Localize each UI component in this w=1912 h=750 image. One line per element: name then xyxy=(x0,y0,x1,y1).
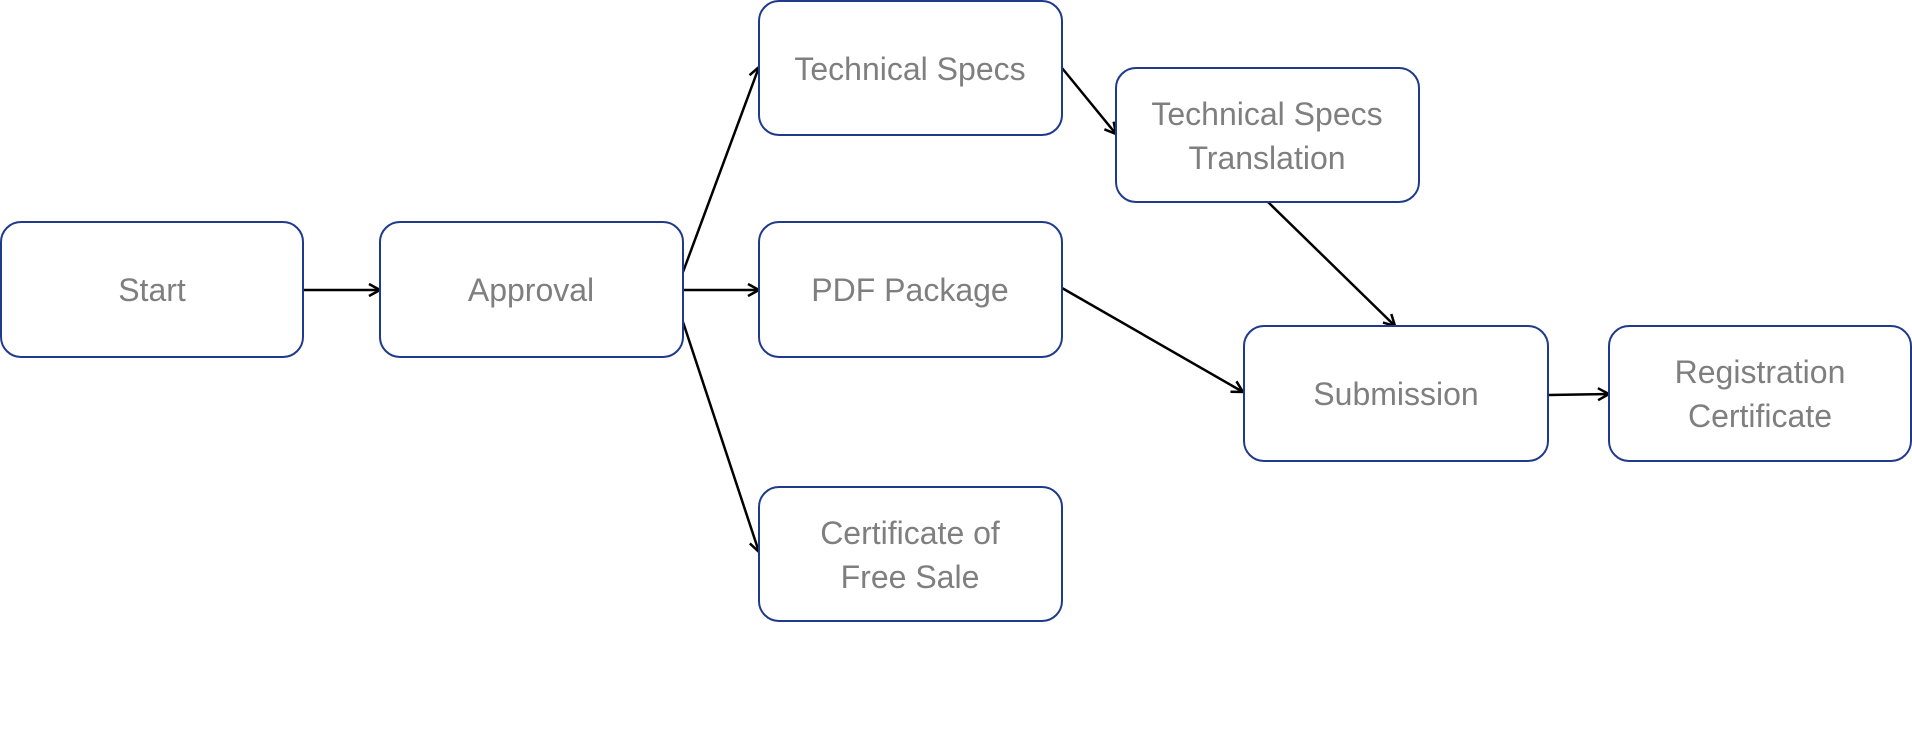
node-technical-specs-translation-label-line1: Technical Specs xyxy=(1151,96,1382,132)
node-approval-box xyxy=(379,221,684,358)
node-pdf-package-box xyxy=(758,221,1063,358)
node-submission-label: Submission xyxy=(1313,376,1478,412)
node-pdf-package-label: PDF Package xyxy=(811,272,1008,308)
node-technical-specs-translation-box xyxy=(1115,67,1420,203)
edge-translation-submission xyxy=(1267,201,1397,328)
node-submission: Submission xyxy=(1243,325,1549,462)
node-technical-specs-translation-label-line2: Translation xyxy=(1188,140,1345,176)
edge-submission-registration-certificate xyxy=(1548,387,1612,402)
node-start-box xyxy=(0,221,304,358)
edge-technical-specs-translation xyxy=(1061,67,1118,137)
node-certificate-of-free-sale-box xyxy=(758,486,1063,622)
node-start-label: Start xyxy=(118,272,186,308)
node-certificate-of-free-sale-label-line2: Free Sale xyxy=(841,559,980,595)
node-technical-specs-label: Technical Specs xyxy=(794,51,1025,87)
node-technical-specs-translation: Technical Specs Translation xyxy=(1115,67,1420,203)
node-pdf-package: PDF Package xyxy=(758,221,1063,358)
node-registration-certificate-box xyxy=(1608,325,1912,462)
node-certificate-of-free-sale: Certificate of Free Sale xyxy=(758,486,1063,622)
node-start: Start xyxy=(0,221,304,358)
edges xyxy=(303,64,1612,555)
node-registration-certificate-label-line1: Registration xyxy=(1675,354,1846,390)
node-registration-certificate-label-line2: Certificate xyxy=(1688,398,1832,434)
node-registration-certificate: Registration Certificate xyxy=(1608,325,1912,462)
edge-approval-certificate-free-sale xyxy=(681,321,763,555)
node-certificate-of-free-sale-label-line1: Certificate of xyxy=(820,515,1000,551)
node-submission-box xyxy=(1243,325,1549,462)
edge-approval-technical-specs xyxy=(681,64,763,273)
node-approval-label: Approval xyxy=(468,272,594,308)
node-technical-specs: Technical Specs xyxy=(758,0,1063,136)
node-technical-specs-box xyxy=(758,0,1063,136)
edge-pdf-package-submission xyxy=(1061,286,1246,394)
node-approval: Approval xyxy=(379,221,684,358)
